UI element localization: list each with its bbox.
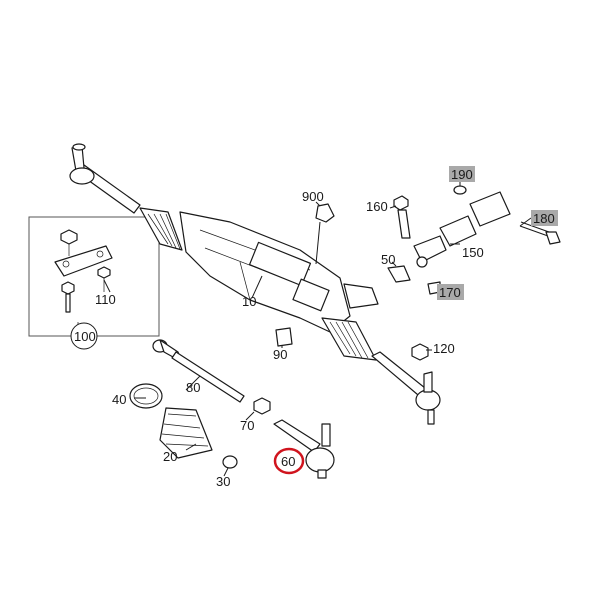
leader-lines	[103, 180, 532, 477]
cap-90	[275, 327, 293, 347]
part-900-cover	[315, 203, 335, 223]
clamp-30	[222, 455, 238, 469]
inner-tie-rod-80	[152, 339, 245, 403]
label-70: 70	[240, 418, 254, 433]
bolt-160	[393, 195, 411, 239]
label-80: 80	[186, 380, 200, 395]
label-90: 90	[273, 347, 287, 362]
highlight-ring-60	[273, 447, 305, 475]
clamp-40	[129, 383, 163, 409]
label-110: 110	[95, 292, 116, 307]
clip-50	[387, 265, 411, 283]
label-100: 100	[74, 329, 96, 344]
label-50: 50	[381, 252, 395, 267]
label-160: 160	[366, 199, 388, 214]
bolt-180	[519, 221, 561, 245]
steering-rack-assembly	[69, 143, 441, 425]
label-190: 190	[451, 167, 473, 182]
label-30: 30	[216, 474, 230, 489]
nut-120	[411, 343, 429, 361]
shaded-box-190	[449, 166, 475, 182]
shaded-box-170	[437, 284, 464, 300]
label-60: 60	[281, 454, 295, 469]
label-180: 180	[533, 211, 555, 226]
label-170: 170	[439, 285, 461, 300]
label-10: 10	[242, 294, 256, 309]
label-900: 900	[302, 189, 324, 204]
boot-20	[159, 407, 213, 459]
callout-circle-100	[70, 322, 98, 350]
shaded-box-180	[531, 210, 558, 226]
outer-tie-rod-end-60	[273, 419, 335, 479]
label-40: 40	[112, 392, 126, 407]
washer-190	[453, 185, 467, 195]
label-150: 150	[462, 245, 484, 260]
label-20: 20	[163, 449, 177, 464]
nut-70	[253, 397, 271, 415]
intermediate-shaft-150	[413, 191, 511, 268]
label-120: 120	[433, 341, 455, 356]
